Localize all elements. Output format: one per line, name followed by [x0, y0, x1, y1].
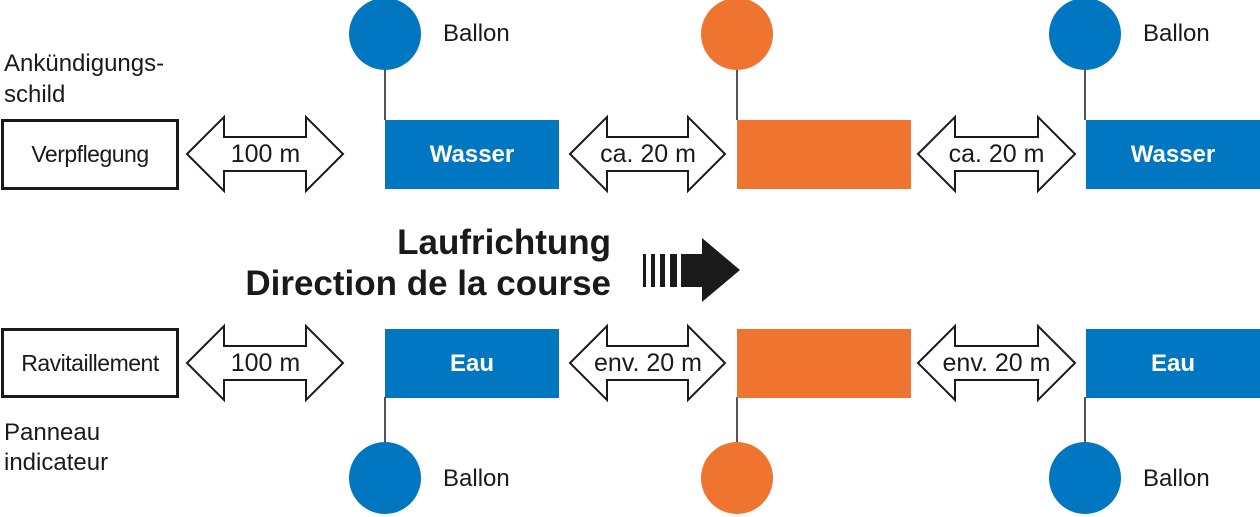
- double-arrow-icon: [568, 114, 727, 194]
- station-box-orange: [737, 120, 911, 189]
- distance-label: ca. 20 m: [948, 140, 1045, 168]
- direction-arrow-icon: [643, 238, 740, 302]
- double-arrow-icon: [916, 114, 1077, 194]
- balloon-label: Ballon: [443, 465, 510, 492]
- station-label: Wasser: [429, 141, 515, 168]
- balloon-blue: [349, 442, 421, 514]
- station-box-orange: [737, 329, 911, 398]
- station-label: Wasser: [1130, 141, 1216, 168]
- station-box-blue: [385, 329, 559, 398]
- balloon-blue: [1049, 442, 1121, 514]
- announcement-sign-label: Panneau: [4, 419, 101, 446]
- sign-verpflegung: Verpflegung: [1, 119, 179, 190]
- announcement-sign-label: schild: [4, 81, 66, 108]
- station-box-blue: [385, 120, 559, 189]
- station-label: Eau: [449, 350, 494, 377]
- direction-title-fr: Direction de la course: [245, 264, 611, 303]
- double-arrow-icon: [185, 323, 345, 403]
- announcement-sign-label: indicateur: [4, 449, 109, 476]
- double-arrow-icon: [916, 323, 1077, 403]
- balloon-orange: [701, 0, 773, 70]
- balloon-label: Ballon: [443, 20, 510, 47]
- sign-ravitaillement: Ravitaillement: [1, 328, 179, 398]
- direction-title-de: Laufrichtung: [397, 223, 611, 262]
- balloon-blue: [1049, 0, 1121, 70]
- balloon-label: Ballon: [1143, 20, 1210, 47]
- distance-label: 100 m: [230, 349, 301, 377]
- distance-label: 100 m: [230, 140, 301, 168]
- distance-label: env. 20 m: [942, 349, 1051, 377]
- balloon-label: Ballon: [1143, 465, 1210, 492]
- distance-label: ca. 20 m: [600, 140, 696, 168]
- distance-label: env. 20 m: [594, 349, 702, 377]
- station-box-blue: [1086, 120, 1260, 189]
- station-label: Eau: [1150, 350, 1195, 377]
- balloon-orange: [701, 442, 773, 514]
- announcement-sign-label: Ankündigungs-: [4, 50, 165, 77]
- balloon-blue: [349, 0, 421, 70]
- double-arrow-icon: [568, 323, 727, 403]
- station-box-blue: [1086, 329, 1260, 398]
- double-arrow-icon: [185, 114, 345, 194]
